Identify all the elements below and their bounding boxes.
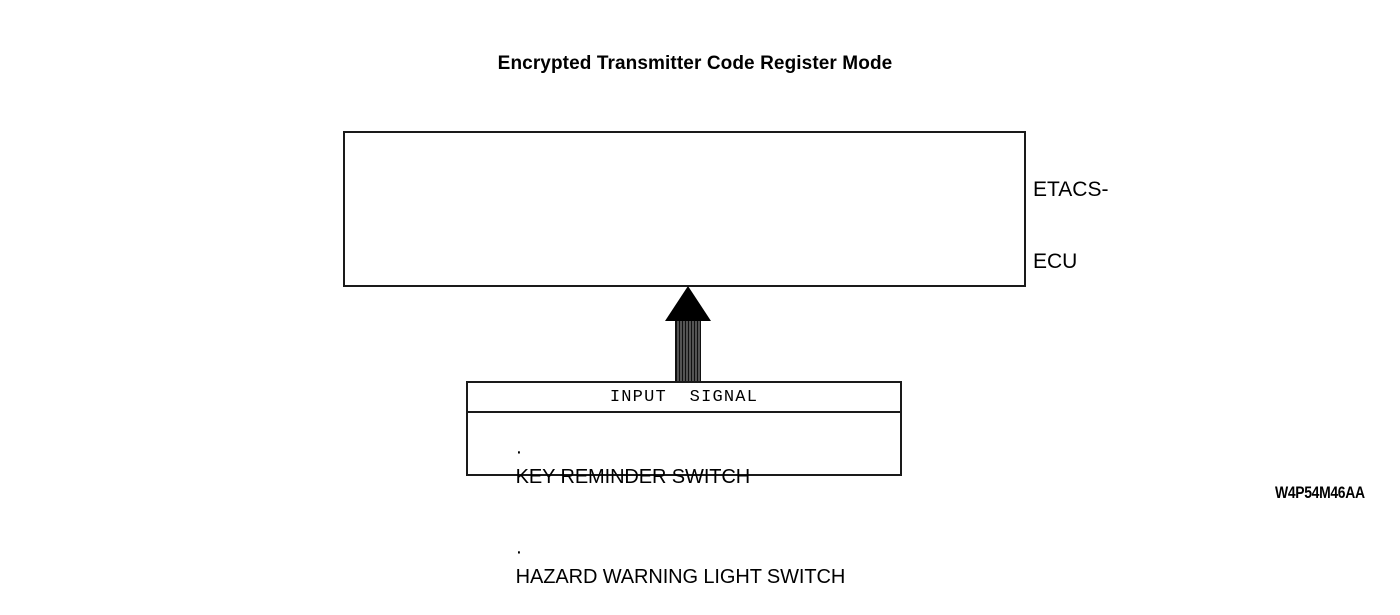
list-item-label: KEY REMINDER SWITCH [515,466,751,488]
etacs-ecu-label-line2: ECU [1033,250,1078,273]
list-item-label: HAZARD WARNING LIGHT SWITCH [515,566,846,588]
list-item: · KEY REMINDER SWITCH [472,415,900,515]
list-item: · HAZARD WARNING LIGHT SWITCH [472,515,900,615]
input-signal-header: INPUT SIGNAL [468,383,900,413]
bullet-icon: · [515,541,523,563]
input-signal-arrow-icon [665,286,711,383]
etacs-ecu-block [343,131,1026,287]
figure-code: W4P54M46AA [1275,483,1365,502]
page-title: Encrypted Transmitter Code Register Mode [497,53,893,74]
input-signal-header-label: INPUT SIGNAL [609,387,759,407]
bullet-icon: · [515,441,523,463]
etacs-ecu-label-line1: ETACS- [1033,178,1109,201]
input-signal-table: INPUT SIGNAL · KEY REMINDER SWITCH · HAZ… [466,381,902,588]
diagram-canvas: Encrypted Transmitter Code Register Mode… [343,53,1365,588]
etacs-ecu-label: ETACS- ECU [1033,130,1108,322]
input-signal-list: · KEY REMINDER SWITCH · HAZARD WARNING L… [468,413,900,615]
